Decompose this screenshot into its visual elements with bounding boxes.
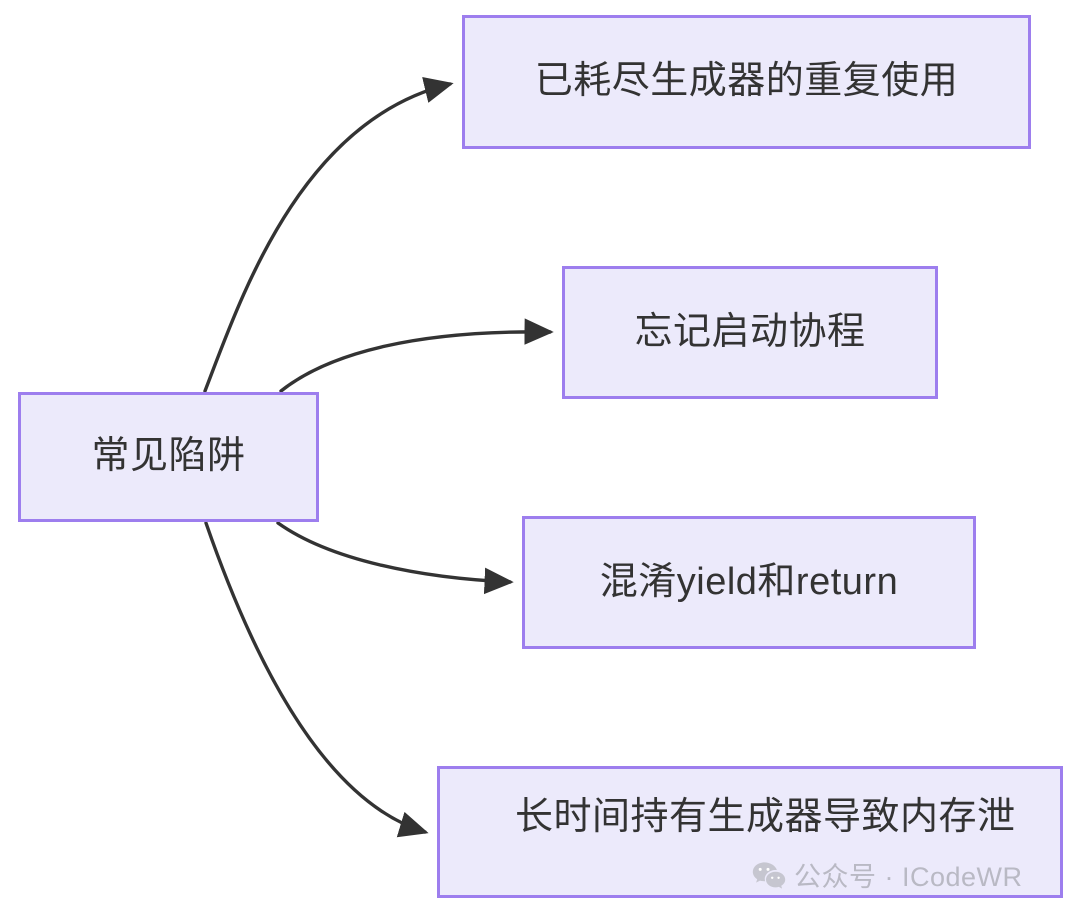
node-child-0-label: 已耗尽生成器的重复使用 [534, 60, 959, 103]
node-forget-start-coroutine[interactable]: 忘记启动协程 [562, 266, 938, 399]
node-child-1-label: 忘记启动协程 [634, 310, 866, 353]
edge-root-to-child-2 [276, 521, 514, 595]
node-long-held-generator-memory-leak[interactable]: 长时间持有生成器导致内存泄 [437, 766, 1063, 898]
edge-root-to-child-3 [204, 521, 429, 838]
node-child-2-label: 混淆yield和return [599, 560, 899, 603]
node-exhausted-generator-reuse[interactable]: 已耗尽生成器的重复使用 [462, 15, 1031, 149]
edge-root-to-child-0 [203, 77, 454, 393]
node-root[interactable]: 常见陷阱 [18, 392, 319, 522]
node-confuse-yield-return[interactable]: 混淆yield和return [522, 516, 976, 649]
node-root-label: 常见陷阱 [91, 435, 246, 478]
edge-root-to-child-1 [279, 318, 554, 393]
node-child-3-label: 长时间持有生成器导致内存泄 [515, 796, 1016, 838]
